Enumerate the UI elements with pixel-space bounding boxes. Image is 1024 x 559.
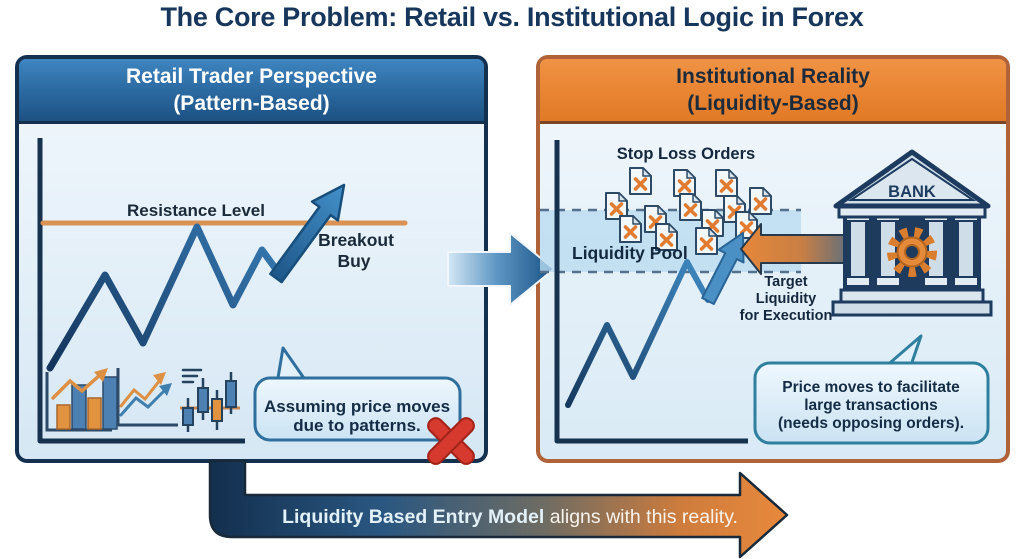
retail-header-line2: (Pattern-Based) [173,92,330,115]
target-label-line1: Target [764,274,807,290]
retail-bubble-line2: due to patterns. [293,416,421,435]
resistance-label: Resistance Level [127,201,265,220]
institutional-chart-axis [554,140,748,444]
retail-chart-axis [37,138,245,444]
breakout-label-line2: Buy [337,251,370,271]
institutional-header-line1: Institutional Reality [676,65,870,88]
liquidity-pool-label: Liquidity Pool [572,243,688,263]
stop-loss-doc-icon [629,167,652,195]
stop-loss-doc-icon [715,169,738,197]
banner-text: Liquidity Based Entry Model aligns with … [282,506,738,528]
breakout-label-line1: Breakout [318,230,394,250]
bank-icon: BANK [831,149,993,317]
gear-icon [887,227,937,277]
stop-loss-doc-icon [605,192,628,220]
banner-text-regular: aligns with this reality. [550,506,738,528]
target-label-line2: Liquidity [756,291,816,307]
retail-speech-bubble: Assuming price moves due to patterns. [253,346,462,442]
page-title: The Core Problem: Retail vs. Institution… [160,2,864,32]
institutional-panel-header: Institutional Reality (Liquidity-Based) [540,59,1006,124]
stop-loss-doc-icon [695,227,718,255]
flow-arrow-icon [447,232,555,306]
institutional-price-line [565,259,711,408]
stop-loss-doc-icon [673,169,696,197]
stop-loss-doc-icon [655,223,678,251]
breakout-arrow-icon [269,183,346,284]
institutional-speech-bubble: Price moves to facilitate large transact… [753,334,990,445]
stop-loss-label: Stop Loss Orders [617,145,755,163]
bar-chart-icon [45,368,118,432]
candlestick-chart-icon [180,368,240,432]
retail-bubble-line1: Assuming price moves [264,397,450,416]
red-x-icon [427,417,475,465]
institutional-bubble-line1: Price moves to facilitate [782,379,960,396]
institutional-bubble-line3: (needs opposing orders). [778,415,964,432]
target-label-line3: for Execution [740,308,833,324]
banner-text-bold: Liquidity Based Entry Model [282,506,544,528]
institutional-header-line2: (Liquidity-Based) [687,92,859,115]
bank-label: BANK [888,183,936,201]
stop-loss-doc-icon [619,215,642,243]
retail-panel-header: Retail Trader Perspective (Pattern-Based… [19,59,484,124]
stop-loss-doc-icon [679,193,702,221]
stop-loss-doc-icon [749,187,772,215]
stop-loss-docs [605,167,772,255]
line-chart-icon [116,368,178,427]
retail-panel: Retail Trader Perspective (Pattern-Based… [15,55,488,463]
bank-arrow-icon [740,223,852,275]
retail-price-line [46,223,282,372]
retail-header-line1: Retail Trader Perspective [126,65,377,88]
institutional-bubble-line2: large transactions [804,397,938,414]
banner-arrow: Liquidity Based Entry Model aligns with … [208,459,789,559]
